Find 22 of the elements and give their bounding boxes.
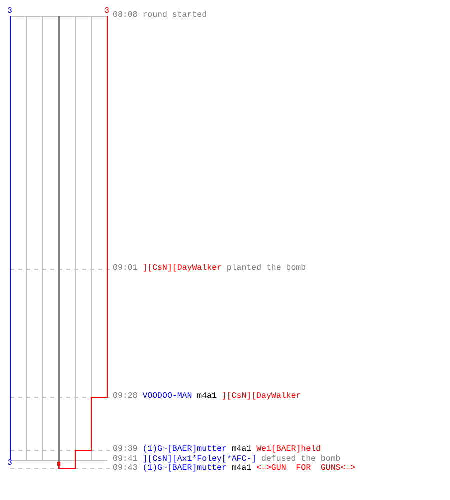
timestamp: 08:08 — [113, 12, 138, 20]
weapon-name: m4a1 — [232, 446, 252, 454]
event-text: round started — [142, 12, 208, 20]
player-name: ][CsN][DayWalker — [142, 265, 222, 273]
player-name: <=>GUN FOR GUNS<=> — [256, 464, 356, 472]
weapon-name: m4a1 — [197, 393, 217, 401]
timestamp: 09:39 — [113, 446, 138, 454]
count-label: 3 — [104, 8, 110, 16]
event-text: planted the bomb — [226, 265, 306, 273]
timestamp: 09:01 — [113, 265, 138, 273]
weapon-name: m4a1 — [232, 464, 252, 472]
event-text: defused the bomb — [262, 456, 341, 464]
player-name: Wei[BAER]held — [256, 446, 321, 454]
timestamp: 09:28 — [113, 393, 138, 401]
timestamp: 09:41 — [113, 456, 138, 464]
player-name: (1)G~[BAER]mutter — [142, 464, 227, 472]
player-name: VOODOO-MAN — [142, 393, 192, 401]
timestamp: 09:43 — [113, 464, 138, 472]
count-label: 3 — [8, 8, 12, 16]
player-name: ][CsN][DayWalker — [222, 393, 302, 401]
player-name: (1)G~[BAER]mutter — [142, 446, 227, 454]
player-name: ][CsN][Ax1*Foley[*AFC-] — [142, 456, 257, 464]
